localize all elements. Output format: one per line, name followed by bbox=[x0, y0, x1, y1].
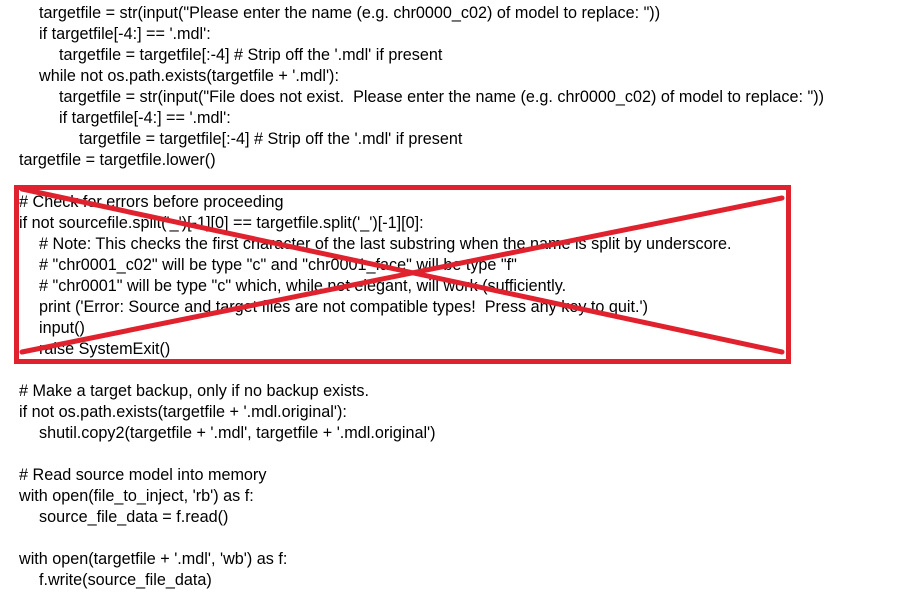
code-line: targetfile = targetfile[:-4] # Strip off… bbox=[59, 46, 443, 64]
code-line: # "chr0001" will be type "c" which, whil… bbox=[39, 277, 567, 295]
code-line: if not sourcefile.split('_')[-1][0] == t… bbox=[19, 214, 424, 232]
code-line: # Note: This checks the first character … bbox=[39, 235, 732, 253]
code-line: # Check for errors before proceeding bbox=[19, 193, 284, 211]
code-line: targetfile = targetfile.lower() bbox=[19, 151, 216, 169]
code-line: # Make a target backup, only if no backu… bbox=[19, 382, 370, 400]
code-line: # "chr0001_c02" will be type "c" and "ch… bbox=[39, 256, 517, 274]
code-line: raise SystemExit() bbox=[39, 340, 171, 358]
code-line: if not os.path.exists(targetfile + '.mdl… bbox=[19, 403, 347, 421]
code-line: source_file_data = f.read() bbox=[39, 508, 229, 526]
code-line: print ('Error: Source and target files a… bbox=[39, 298, 648, 316]
code-line: if targetfile[-4:] == '.mdl': bbox=[39, 25, 211, 43]
code-line: shutil.copy2(targetfile + '.mdl', target… bbox=[39, 424, 436, 442]
code-line: with open(targetfile + '.mdl', 'wb') as … bbox=[19, 550, 288, 568]
code-line: if targetfile[-4:] == '.mdl': bbox=[59, 109, 231, 127]
code-line: while not os.path.exists(targetfile + '.… bbox=[39, 67, 339, 85]
code-line: f.write(source_file_data) bbox=[39, 571, 212, 589]
code-line: targetfile = str(input("File does not ex… bbox=[59, 88, 825, 106]
code-line: targetfile = str(input("Please enter the… bbox=[39, 4, 661, 22]
code-line: input() bbox=[39, 319, 85, 337]
code-line: targetfile = targetfile[:-4] # Strip off… bbox=[79, 130, 463, 148]
code-line: # Read source model into memory bbox=[19, 466, 267, 484]
code-line: with open(file_to_inject, 'rb') as f: bbox=[19, 487, 254, 505]
